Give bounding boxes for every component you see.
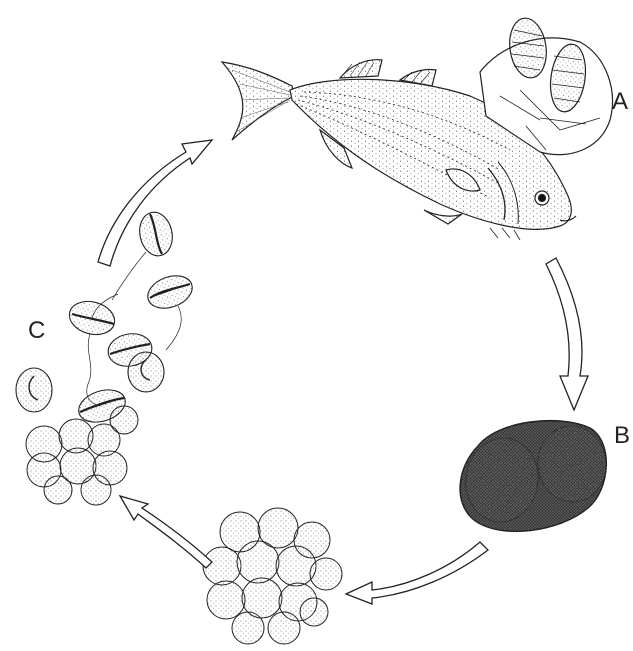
arrow-cluster-to-cluster	[120, 496, 212, 568]
cell-cluster-left	[26, 406, 138, 505]
label-b: B	[614, 424, 630, 448]
binucleate-spore	[460, 421, 610, 532]
label-a: A	[612, 90, 628, 114]
arrow-a-to-b	[546, 258, 588, 410]
arrow-b-to-cluster	[346, 542, 488, 604]
cell-cluster-bottom	[203, 508, 342, 644]
label-c: C	[28, 319, 45, 343]
